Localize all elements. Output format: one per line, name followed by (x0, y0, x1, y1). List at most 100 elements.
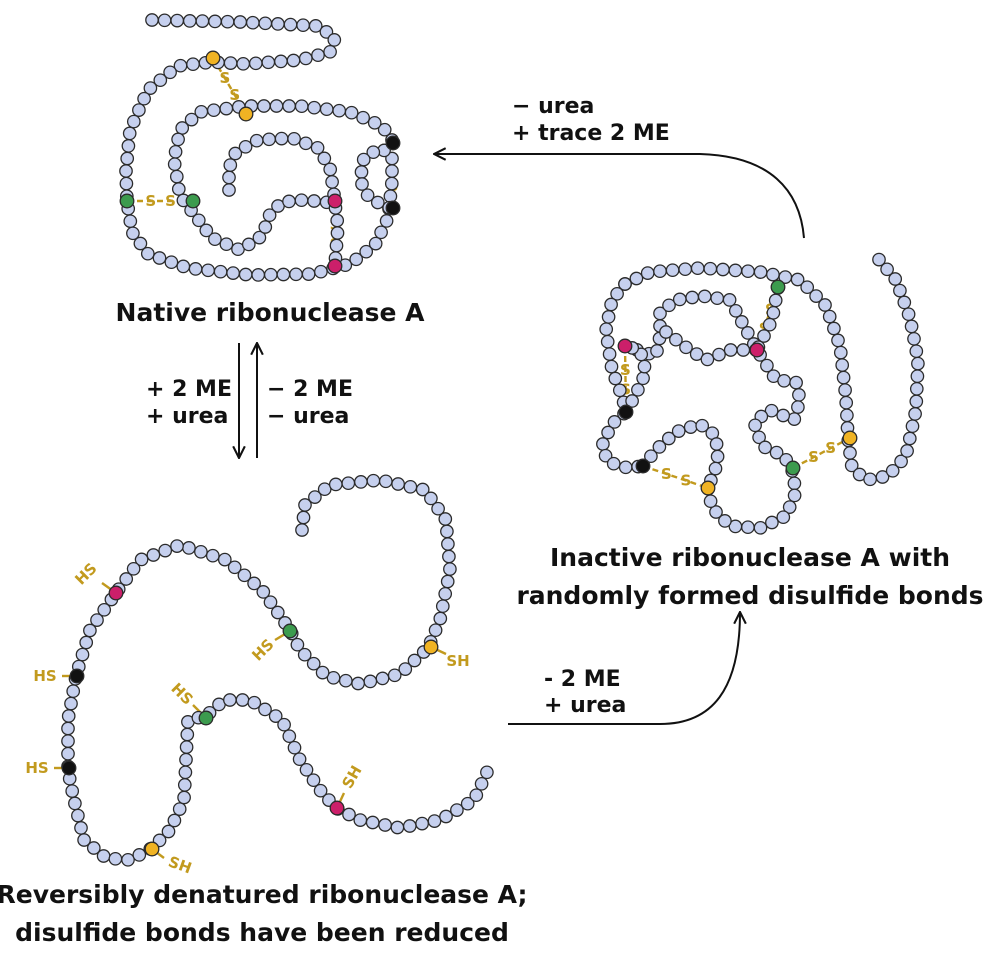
residue-bead (319, 102, 334, 117)
residue-bead (385, 151, 399, 166)
residue-bead (258, 220, 273, 234)
residue-bead (712, 347, 726, 362)
residue-bead (330, 226, 345, 240)
residue-bead (718, 514, 732, 528)
residue-bead (158, 543, 173, 558)
residue-bead (341, 476, 356, 491)
residue-bead (427, 814, 442, 828)
residue-bead (728, 263, 743, 278)
residue-bead (606, 456, 621, 471)
residue-bead (208, 14, 222, 29)
residue-bead (703, 261, 718, 276)
native-cys-magenta-2 (327, 258, 343, 274)
residue-bead (391, 477, 405, 491)
residue-bead (228, 146, 243, 161)
residue-bead (86, 841, 101, 855)
scrambled-bond-green-yellow-s1: S (808, 448, 819, 466)
residue-bead (223, 693, 237, 707)
residue-bead (122, 126, 137, 141)
residue-bead (262, 208, 277, 223)
residue-bead (354, 165, 369, 179)
residue-bead (909, 344, 924, 359)
residue-bead (431, 501, 445, 516)
residue-bead (315, 665, 330, 680)
residue-bead (789, 375, 803, 390)
residue-bead (678, 262, 693, 277)
scrambled-cys-magenta-1 (617, 338, 633, 354)
residue-bead (600, 334, 615, 349)
residue-bead (415, 482, 430, 497)
residue-bead (435, 599, 450, 614)
residue-bead (167, 813, 182, 828)
native-cys-green-1 (119, 193, 135, 209)
residue-bead (443, 562, 457, 576)
residue-bead (601, 425, 615, 440)
residue-bead (143, 81, 158, 95)
native-cys-yellow-2 (238, 106, 254, 122)
residue-bead (669, 332, 683, 347)
inactive-label-line1: Inactive ribonuclease A with (549, 543, 951, 572)
residue-bead (741, 264, 755, 279)
residue-bead (194, 544, 208, 559)
condition-top-line1: − urea (512, 94, 595, 119)
condition-bottom-line2: + urea (544, 693, 627, 718)
residue-bead (257, 99, 271, 113)
residue-bead (289, 267, 303, 282)
residue-bead (61, 721, 75, 736)
residue-bead (326, 670, 341, 685)
residue-bead (697, 289, 712, 304)
residue-bead (298, 51, 313, 66)
residue-bead (424, 491, 438, 506)
residue-bead (83, 623, 97, 638)
residue-bead (173, 58, 188, 73)
residue-bead (184, 112, 199, 127)
residue-bead (274, 131, 289, 146)
residue-bead (301, 267, 316, 281)
residue-bead (66, 684, 81, 699)
native-cys-black-2 (385, 200, 401, 216)
residue-bead (360, 188, 375, 203)
residue-bead (163, 65, 177, 80)
residue-bead (64, 696, 78, 711)
residue-bead (893, 283, 907, 298)
residue-bead (223, 56, 238, 70)
residue-bead (872, 252, 886, 267)
residue-bead (262, 132, 276, 147)
residue-bead (836, 370, 851, 385)
scrambled-cys-green-2 (785, 460, 801, 476)
residue-bead (282, 729, 297, 744)
residue-bead (298, 498, 312, 512)
residue-bead (314, 264, 328, 279)
residue-bead (170, 539, 184, 553)
residue-bead (765, 515, 779, 530)
residue-bead (121, 139, 136, 153)
residue-bead (323, 162, 338, 177)
residue-bead (370, 195, 385, 210)
residue-bead (220, 14, 235, 29)
scrambled-cys-yellow-1 (700, 480, 716, 496)
residue-bead (169, 169, 184, 184)
native-cys-green-2 (185, 193, 201, 209)
condition-up-line1: − 2 ME (267, 377, 353, 402)
residue-bead (378, 818, 392, 832)
residue-bead (662, 298, 676, 313)
residue-bead (766, 267, 780, 282)
residue-bead (140, 246, 155, 261)
residue-bead (831, 333, 845, 348)
residue-bead (822, 309, 837, 324)
residue-bead (902, 431, 917, 446)
residue-bead (885, 463, 900, 478)
residue-bead (652, 440, 667, 454)
residue-bead (683, 420, 698, 434)
residue-bead (653, 264, 667, 279)
residue-bead (907, 331, 921, 346)
residue-bead (672, 292, 687, 307)
residue-bead (374, 225, 388, 240)
denatured-label-line2: disulfide bonds have been reduced (15, 918, 509, 947)
residue-bead (217, 552, 232, 567)
residue-bead (383, 189, 398, 204)
residue-bead (307, 194, 321, 208)
residue-bead (689, 347, 704, 361)
residue-bead (760, 358, 774, 373)
residue-bead (201, 263, 215, 278)
